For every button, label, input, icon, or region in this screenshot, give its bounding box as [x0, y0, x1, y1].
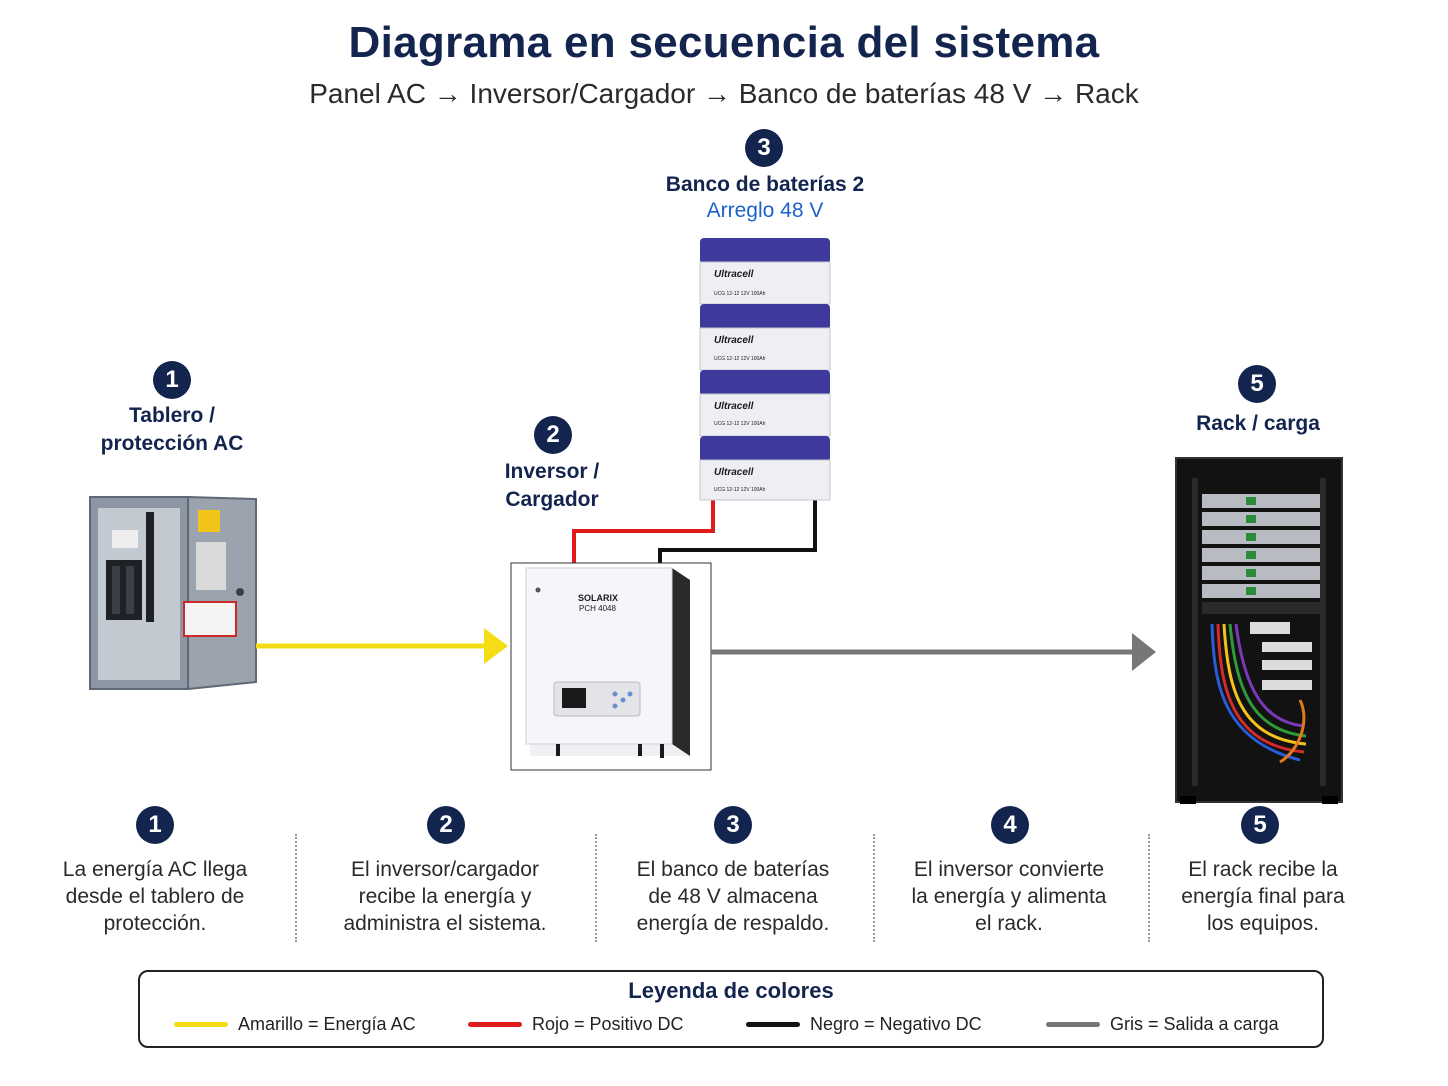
- battery-node-label: Banco de baterías 2: [665, 173, 865, 196]
- battery-1-spec: UCG 12-12 12V 100Ah: [714, 291, 766, 297]
- inverter-node-label-line1: Inversor /: [504, 460, 600, 483]
- panel-node-label: Tablero / protección AC: [60, 402, 284, 458]
- battery-node-sublabel: Arreglo 48 V: [706, 199, 824, 222]
- legend-swatch-gray: [1046, 1022, 1100, 1027]
- battery-unit-3: [699, 370, 831, 437]
- step-1-line: protección.: [103, 912, 207, 935]
- battery-3-brand: Ultracell: [714, 401, 754, 412]
- legend-label-load: Gris = Salida a carga: [1110, 1014, 1279, 1034]
- legend-label-ac: Amarillo = Energía AC: [238, 1014, 416, 1034]
- legend-item-load: Gris = Salida a carga: [1046, 1014, 1279, 1035]
- battery-4-brand: Ultracell: [714, 467, 754, 478]
- page-title: Diagrama en secuencia del sistema: [348, 18, 1100, 67]
- step-3-badge: 3: [714, 806, 752, 844]
- step-2-badge: 2: [427, 806, 465, 844]
- load-output-arrowhead: [1132, 633, 1156, 671]
- dc-positive-cable: [572, 498, 715, 564]
- battery-node-badge: 3: [745, 129, 783, 167]
- inverter-illustration: [510, 562, 712, 771]
- legend-label-dc-positive: Rojo = Positivo DC: [532, 1014, 684, 1034]
- legend-swatch-red: [468, 1022, 522, 1027]
- step-2-description: El inversor/cargador recibe la energía y…: [318, 856, 572, 937]
- battery-unit-2: [699, 304, 831, 371]
- battery-2-spec: UCG 12-12 12V 100Ah: [714, 356, 766, 362]
- step-4-line: la energía y alimenta: [911, 885, 1107, 908]
- rack-node-label: Rack / carga: [1196, 412, 1320, 435]
- legend-swatch-yellow: [174, 1022, 228, 1027]
- step-5-line: energía final para: [1181, 885, 1345, 908]
- inverter-node-badge: 2: [534, 416, 572, 454]
- step-2-line: El inversor/cargador: [351, 858, 539, 881]
- legend-title: Leyenda de colores: [628, 978, 834, 1003]
- step-3-line: energía de respaldo.: [636, 912, 830, 935]
- step-5-line: los equipos.: [1206, 912, 1320, 935]
- step-divider: [595, 834, 597, 942]
- battery-2-brand: Ultracell: [714, 335, 754, 346]
- step-1-description: La energía AC llega desde el tablero de …: [30, 856, 280, 937]
- step-3-line: de 48 V almacena: [648, 885, 818, 908]
- panel-node-label-line2: protección AC: [100, 432, 244, 455]
- step-2-line: recibe la energía y: [358, 885, 532, 908]
- step-divider: [873, 834, 875, 942]
- battery-unit-4: [699, 436, 831, 501]
- battery-3-spec: UCG 12-12 12V 100Ah: [714, 421, 766, 427]
- step-4-line: El inversor convierte: [913, 858, 1105, 881]
- step-2-line: administra el sistema.: [343, 912, 547, 935]
- legend-swatch-black: [746, 1022, 800, 1027]
- step-4-line: el rack.: [975, 912, 1043, 935]
- step-3-line: El banco de baterías: [636, 858, 830, 881]
- ac-panel-illustration: [89, 495, 257, 691]
- step-4-description: El inversor convierte la energía y alime…: [884, 856, 1134, 937]
- panel-node-badge: 1: [153, 361, 191, 399]
- panel-node-label-line1: Tablero /: [129, 404, 215, 427]
- legend-item-ac: Amarillo = Energía AC: [174, 1014, 416, 1035]
- rack-node-badge: 5: [1238, 365, 1276, 403]
- step-4-badge: 4: [991, 806, 1029, 844]
- legend-item-dc-positive: Rojo = Positivo DC: [468, 1014, 684, 1035]
- inverter-model-text: PCH 4048: [579, 604, 616, 613]
- step-5-line: El rack recibe la: [1188, 858, 1338, 881]
- legend-item-dc-negative: Negro = Negativo DC: [746, 1014, 982, 1035]
- step-5-badge: 5: [1241, 806, 1279, 844]
- color-legend: [138, 970, 1324, 1048]
- rack-illustration: [1175, 457, 1343, 804]
- page-subtitle: Panel AC → Inversor/Cargador → Banco de …: [309, 78, 1139, 109]
- legend-label-dc-negative: Negro = Negativo DC: [810, 1014, 982, 1034]
- inverter-node-label: Inversor / Cargador: [452, 458, 652, 514]
- inverter-brand-text: SOLARIX: [578, 593, 618, 603]
- step-1-line: La energía AC llega: [62, 858, 248, 881]
- step-divider: [295, 834, 297, 942]
- step-3-description: El banco de baterías de 48 V almacena en…: [606, 856, 860, 937]
- step-1-line: desde el tablero de: [65, 885, 245, 908]
- dc-negative-cable: [658, 498, 817, 564]
- step-1-badge: 1: [136, 806, 174, 844]
- battery-4-spec: UCG 12-12 12V 100Ah: [714, 487, 766, 493]
- battery-1-brand: Ultracell: [714, 269, 754, 280]
- step-5-description: El rack recibe la energía final para los…: [1150, 856, 1376, 937]
- ac-energy-arrowhead: [484, 628, 508, 664]
- step-divider: [1148, 834, 1150, 942]
- inverter-node-label-line2: Cargador: [505, 488, 599, 511]
- battery-unit-1: [699, 238, 831, 305]
